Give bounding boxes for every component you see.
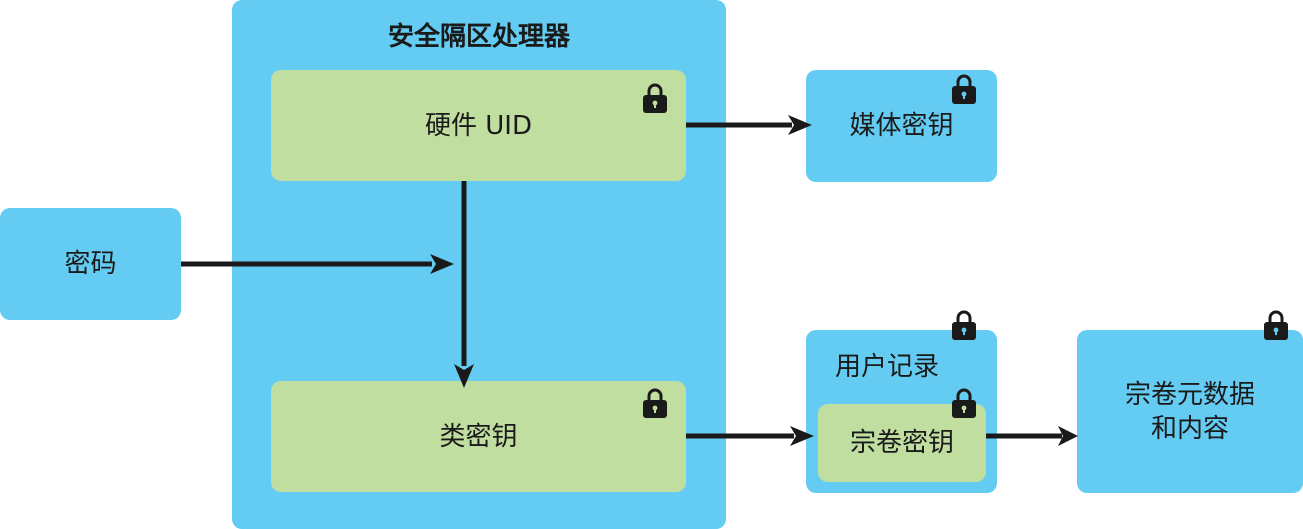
passcode-label: 密码 — [64, 249, 117, 279]
lock-icon — [952, 388, 976, 418]
media-key-label: 媒体密钥 — [849, 111, 954, 141]
secure-enclave-title: 安全隔区处理器 — [387, 22, 570, 52]
volume-metadata-line2: 和内容 — [1150, 413, 1229, 444]
hardware-uid-box: 硬件 UID — [271, 70, 686, 181]
arrowhead — [788, 115, 812, 135]
user-record-label: 用户记录 — [834, 352, 939, 382]
class-key-label: 类密钥 — [439, 421, 518, 452]
volume-key-label: 宗卷密钥 — [849, 428, 954, 458]
arrowhead — [430, 254, 454, 274]
passcode-box: 密码 — [0, 208, 181, 320]
lock-icon — [952, 310, 976, 340]
volume-metadata-line1: 宗卷元数据 — [1124, 379, 1255, 410]
arrowhead — [454, 364, 474, 388]
lock-icon — [643, 83, 667, 113]
hardware-uid-label: 硬件 UID — [425, 110, 532, 141]
arrowhead — [790, 426, 814, 446]
lock-icon — [952, 74, 976, 104]
volume-metadata-box: 宗卷元数据 和内容 — [1077, 330, 1303, 493]
arrowhead — [1058, 426, 1078, 446]
lock-icon — [643, 388, 667, 418]
lock-icon — [1264, 310, 1288, 340]
class-key-box: 类密钥 — [271, 381, 686, 492]
